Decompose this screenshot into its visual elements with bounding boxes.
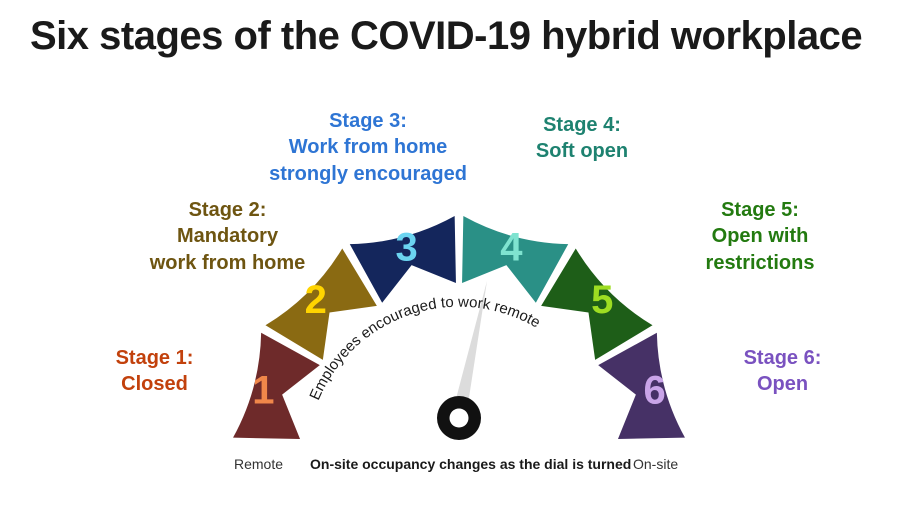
- needle-pointer: [452, 281, 487, 418]
- gauge-segment-number-5: 5: [591, 278, 613, 322]
- axis-caption-remote: Remote: [234, 456, 284, 472]
- stage-label-3-line1: Stage 3:: [329, 110, 407, 132]
- stage-label-6: Stage 6: Open: [700, 345, 865, 398]
- stage-label-3: Stage 3: Work from home strongly encoura…: [243, 108, 493, 187]
- gauge-segment-3[interactable]: [349, 216, 456, 303]
- stage-label-6-line2: Open: [756, 373, 809, 396]
- stage-label-2-line2: Mandatory: [176, 225, 279, 248]
- stage-label-2: Stage 2: Mandatory work from home: [100, 197, 355, 276]
- stage-label-3-line2: Work from home: [288, 136, 448, 159]
- stage-label-6-line1: Stage 6:: [743, 347, 822, 369]
- stage-label-1-line1: Stage 1:: [115, 347, 194, 369]
- stage-label-4-line2: Soft open: [535, 140, 629, 163]
- gauge-segment-number-2: 2: [305, 278, 327, 322]
- stage-label-4-line1: Stage 4:: [543, 114, 621, 136]
- stage-label-2-line1: Stage 2:: [188, 199, 267, 221]
- gauge-segment-number-6: 6: [643, 369, 665, 413]
- gauge-segment-2[interactable]: [265, 248, 377, 360]
- axis-caption-onsite: On-site: [633, 456, 679, 472]
- stage-label-5-line1: Stage 5:: [721, 199, 799, 221]
- gauge-needle[interactable]: [452, 281, 487, 418]
- stage-label-4: Stage 4: Soft open: [492, 112, 672, 165]
- gauge-segment-6[interactable]: [598, 332, 685, 439]
- stage-label-1-line2: Closed: [121, 373, 188, 396]
- gauge-segment-number-4: 4: [500, 225, 523, 269]
- page-title: Six stages of the COVID-19 hybrid workpl…: [30, 14, 863, 58]
- gauge-segment-4[interactable]: [462, 216, 569, 303]
- stage-label-3-line3: strongly encouraged: [269, 162, 467, 185]
- gauge-segment-number-1: 1: [252, 369, 274, 413]
- gauge-segment-number-3: 3: [395, 225, 417, 269]
- stage-label-5-line3: restrictions: [705, 251, 815, 274]
- axis-caption-center: On-site occupancy changes as the dial is…: [310, 456, 632, 472]
- stage-label-1: Stage 1: Closed: [72, 345, 237, 398]
- gauge-segments: 1 2 3 4 5 6: [233, 216, 685, 439]
- gauge-segment-5[interactable]: [541, 248, 653, 360]
- stage-label-2-line3: work from home: [149, 251, 306, 274]
- gauge-hub: [437, 396, 481, 440]
- gauge-segment-1[interactable]: [233, 332, 320, 439]
- stage-label-5-line2: Open with: [711, 225, 809, 248]
- stage-label-5: Stage 5: Open with restrictions: [655, 197, 865, 276]
